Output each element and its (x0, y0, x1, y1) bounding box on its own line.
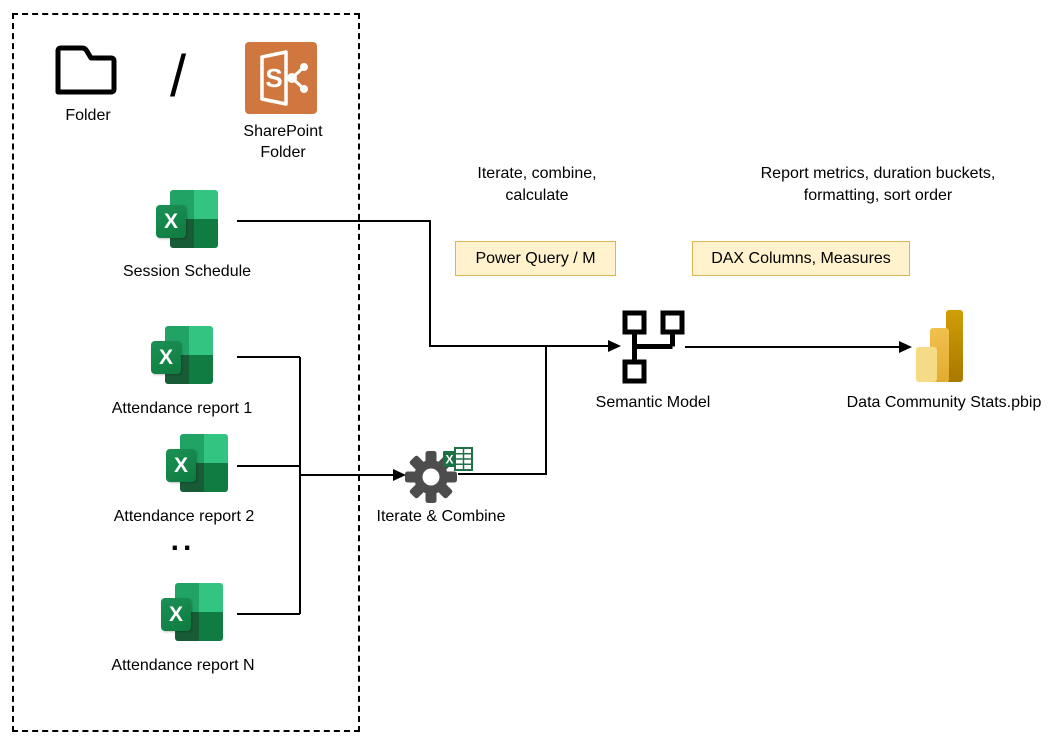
session-schedule-label: Session Schedule (122, 263, 252, 280)
attendance-report-2-label: Attendance report 2 (113, 508, 255, 525)
semantic-model-label: Semantic Model (595, 394, 711, 411)
attendance-report-1-label: Attendance report 1 (111, 400, 253, 417)
source-folder-container (12, 13, 360, 732)
iterate-combine-label: Iterate & Combine (376, 508, 506, 525)
excel-x-tile: X (151, 341, 181, 374)
gear-icon (405, 451, 457, 508)
dax-annotation: Report metrics, duration buckets, format… (760, 165, 996, 204)
folder-label: Folder (65, 107, 111, 124)
slash-separator: / (170, 44, 187, 109)
sharepoint-label: SharePoint Folder (243, 123, 323, 161)
excel-x-tile: X (161, 598, 191, 631)
output-file-label: Data Community Stats.pbip (846, 394, 1042, 411)
session-schedule-icon: X (156, 190, 218, 252)
attendance-report-n-label: Attendance report N (111, 657, 255, 674)
attendance-report-n-icon: X (161, 583, 223, 645)
sharepoint-letter: S (265, 63, 282, 93)
dax-box: DAX Columns, Measures (692, 241, 910, 276)
folder-icon (52, 42, 120, 103)
excel-badge-letter: X (445, 453, 453, 467)
power-query-annotation: Iterate, combine, calculate (477, 165, 597, 204)
powerbi-bar-short (916, 347, 937, 382)
excel-badge-icon: X (443, 447, 473, 476)
sharepoint-icon: S (245, 42, 317, 114)
powerbi-bar-tall (946, 310, 963, 382)
ellipsis: .. (170, 524, 196, 557)
excel-x-tile: X (156, 205, 186, 238)
excel-x-tile: X (166, 449, 196, 482)
power-query-box: Power Query / M (455, 241, 616, 276)
attendance-report-2-icon: X (166, 434, 228, 496)
attendance-report-1-icon: X (151, 326, 213, 388)
semantic-model-icon (616, 305, 686, 390)
powerbi-icon (915, 308, 967, 382)
arrowhead-into-pbix (899, 341, 912, 353)
